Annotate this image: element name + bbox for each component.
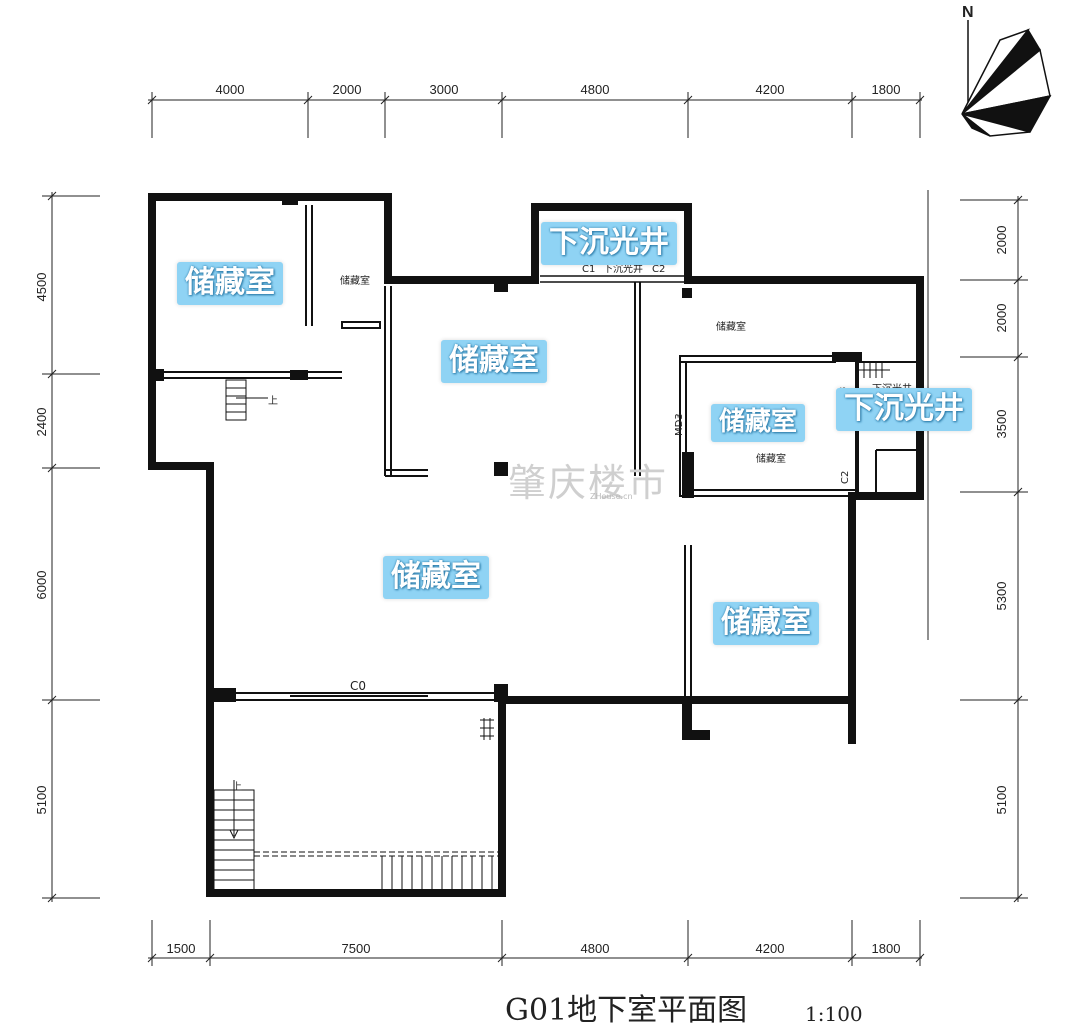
dim-top-3: 3000 [430, 82, 459, 97]
dim-right-2: 2000 [994, 304, 1009, 333]
dim-right-4: 5300 [994, 582, 1009, 611]
label-c2-side: C2 [840, 471, 851, 484]
dim-top-2: 2000 [333, 82, 362, 97]
dim-left-4: 5100 [34, 786, 49, 815]
dim-right-3: 3500 [994, 410, 1009, 439]
dim-top-1: 4000 [216, 82, 245, 97]
label-inner-small: 储藏室 [756, 452, 786, 465]
dim-right-5: 5100 [994, 786, 1009, 815]
label-lw-north-small: 下沉光井 [603, 262, 643, 275]
drawing-title: G01地下室平面图 [505, 993, 748, 1028]
dim-bottom-2: 7500 [342, 941, 371, 956]
watermark: 肇庆楼市 [508, 461, 669, 505]
room-storage-center-top: 储藏室 [441, 340, 547, 383]
dim-left-3: 6000 [34, 571, 49, 600]
top-dimensions [147, 92, 925, 138]
room-storage-se: 储藏室 [713, 602, 819, 645]
dim-bottom-3: 4800 [581, 941, 610, 956]
north-label: N [962, 4, 974, 21]
label-nw-small: 储藏室 [340, 274, 370, 287]
label-up-2: 上 [232, 781, 242, 793]
room-storage-center: 储藏室 [383, 556, 489, 599]
dim-bottom-1: 1500 [167, 941, 196, 956]
window-c1-c2 [540, 275, 684, 283]
bottom-dimensions [147, 920, 925, 966]
dim-top-6: 1800 [872, 82, 901, 97]
dim-top-4: 4800 [581, 82, 610, 97]
room-storage-east-inner: 储藏室 [711, 404, 806, 442]
dim-left-2: 2400 [34, 408, 49, 437]
dim-bottom-4: 4200 [756, 941, 785, 956]
label-c1: C1 [582, 264, 595, 275]
left-dimensions [42, 191, 100, 903]
dim-bottom-5: 1800 [872, 941, 901, 956]
dim-top-5: 4200 [756, 82, 785, 97]
label-east-small: 储藏室 [716, 320, 746, 333]
stairs-lower [213, 718, 498, 891]
north-arrow-icon [961, 20, 1052, 137]
lightwell-hatch [858, 362, 890, 378]
room-lightwell-north: 下沉光井 [541, 222, 677, 265]
label-c0: C0 [350, 679, 366, 693]
room-lightwell-east: 下沉光井 [836, 388, 972, 431]
right-dimensions [960, 195, 1028, 903]
stairs-upper [225, 379, 268, 421]
dim-left-1: 4500 [34, 273, 49, 302]
label-up-1: 上 [268, 395, 278, 407]
room-storage-nw: 储藏室 [177, 262, 283, 305]
drawing-scale: 1:100 [805, 1002, 863, 1026]
watermark-sub: ZHouse.cn [590, 492, 633, 501]
label-c2-top: C2 [652, 264, 665, 275]
label-md3: MD3 [674, 413, 685, 436]
dim-right-1: 2000 [994, 226, 1009, 255]
